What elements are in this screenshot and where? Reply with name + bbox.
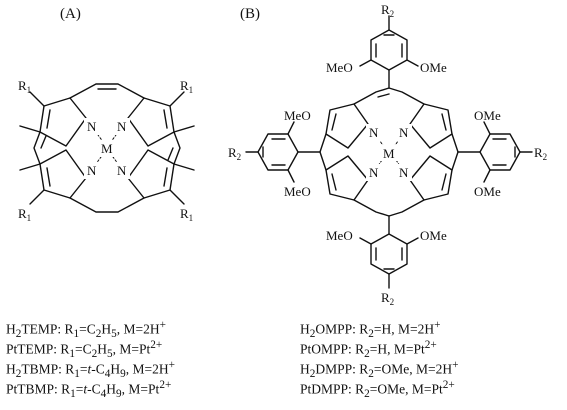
meso-bridge-a-left (33, 131, 41, 165)
atom-labels-b: N N N N M R2 R2 R2 R2 MeO OMe MeO OMe Me… (228, 2, 547, 307)
r1-label: R1 (18, 78, 31, 95)
r2-label: R2 (228, 145, 241, 162)
meso-bridge-a-top (69, 83, 145, 99)
legend-a-row-pttbmp: PtTBMP: R1=t-C4H9, M=Pt2+ (6, 379, 172, 401)
legend-a-row-h2temp: H2TEMP: R1=C2H5, M=2H+ (6, 319, 166, 341)
r2-label: R2 (534, 145, 547, 162)
r1-label: R1 (18, 206, 31, 223)
legend-a-row-h2tbmp: H2TBMP: R1=t-C4H9, M=2H+ (6, 359, 176, 381)
nitrogen-label: N (399, 125, 409, 140)
nitrogen-label: N (87, 163, 97, 178)
metal-label: M (101, 141, 113, 156)
nitrogen-label: N (87, 119, 97, 134)
methoxy-label: OMe (474, 108, 501, 123)
nitrogen-label: N (117, 163, 127, 178)
methoxy-label: MeO (326, 228, 353, 243)
pyrrole-ring-a-top-left (39, 97, 87, 147)
methoxy-label: MeO (284, 184, 311, 199)
legend-b-row-h2ompp: H2OMPP: R2=H, M=2H+ (300, 319, 441, 341)
r1-label: R1 (180, 78, 193, 95)
r2-label: R2 (381, 290, 394, 307)
panel-label-b: (B) (240, 6, 260, 22)
legend-b: H2OMPP: R2=H, M=2H+ PtOMPP: R2=H, M=Pt2+… (300, 315, 459, 401)
r2-label: R2 (381, 2, 394, 19)
r1-label: R1 (180, 206, 193, 223)
meso-bridge-a-bottom (69, 197, 145, 213)
pyrrole-ring-b-top-right (409, 103, 453, 149)
pyrrole-ring-a-top-right (127, 97, 175, 147)
legend-a: H2TEMP: R1=C2H5, M=2H+ PtTEMP: R1=C2H5, … (6, 315, 176, 401)
atom-labels-a: N N N N M R1 R1 R1 R1 (18, 78, 193, 223)
pyrrole-ring-b-bottom-right (409, 155, 453, 201)
pyrrole-ring-b-bottom-left (325, 155, 369, 201)
nitrogen-label: N (399, 165, 409, 180)
legend-b-row-ptdmpp: PtDMPP: R2=OMe, M=Pt2+ (300, 379, 455, 401)
methoxy-label: OMe (420, 60, 447, 75)
porphyrin-b (245, 15, 533, 289)
methoxy-label: OMe (420, 228, 447, 243)
nitrogen-label: N (117, 119, 127, 134)
legend-b-row-ptompp: PtOMPP: R2=H, M=Pt2+ (300, 339, 437, 361)
nitrogen-label: N (369, 125, 379, 140)
metal-label: M (383, 146, 395, 161)
methoxy-label: MeO (326, 60, 353, 75)
methoxy-label: MeO (284, 108, 311, 123)
porphyrin-a (19, 83, 195, 213)
meso-bridge-a-right (173, 131, 181, 165)
panel-label-a: (A) (60, 6, 81, 22)
methoxy-label: OMe (474, 184, 501, 199)
pyrrole-ring-a-bottom-left (39, 149, 87, 199)
nitrogen-label: N (369, 165, 379, 180)
pyrrole-ring-b-top-left (325, 103, 369, 149)
pyrrole-ring-a-bottom-right (127, 149, 175, 199)
legend-a-row-pttemp: PtTEMP: R1=C2H5, M=Pt2+ (6, 339, 163, 361)
legend-b-row-h2dmpp: H2DMPP: R2=OMe, M=2H+ (300, 359, 459, 381)
